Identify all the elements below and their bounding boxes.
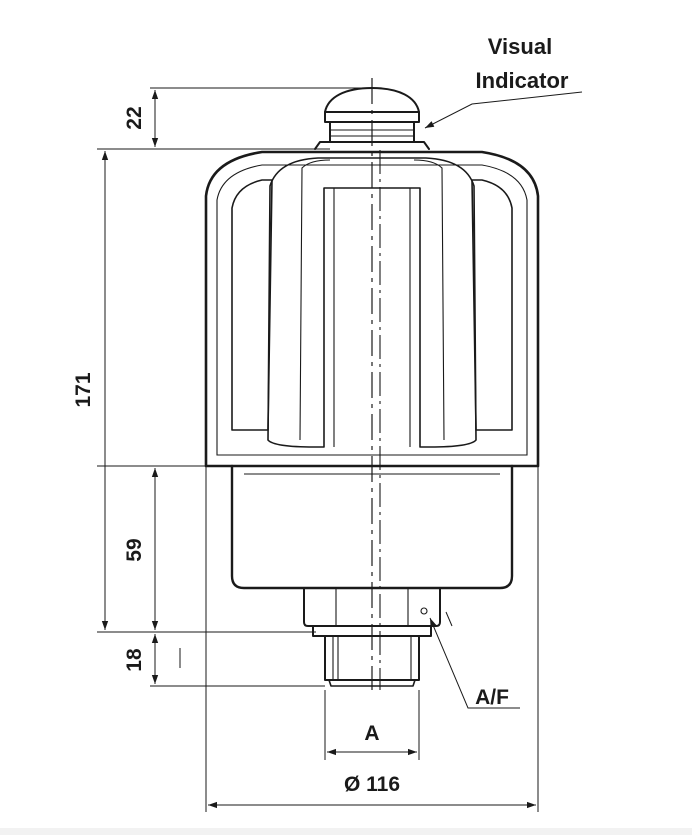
af-label: A/F [475,686,509,709]
center-axis [371,78,381,690]
dimension-thread-label: 18 [123,648,146,672]
filter-housing-upper [204,150,540,468]
visual-indicator-label-line2: Indicator [476,68,569,93]
dimension-body-label: 171 [72,372,95,407]
thread-size-label: A [364,722,379,745]
bottom-strip [0,828,692,835]
dimension-lower-label: 59 [123,538,146,561]
visual-indicator-label-line1: Visual [488,34,552,59]
dimension-top-label: 22 [123,106,146,129]
extension-lines [97,87,539,812]
dimension-lines [101,90,536,809]
diameter-label: Ø 116 [344,773,400,796]
leader-lines [424,91,583,709]
